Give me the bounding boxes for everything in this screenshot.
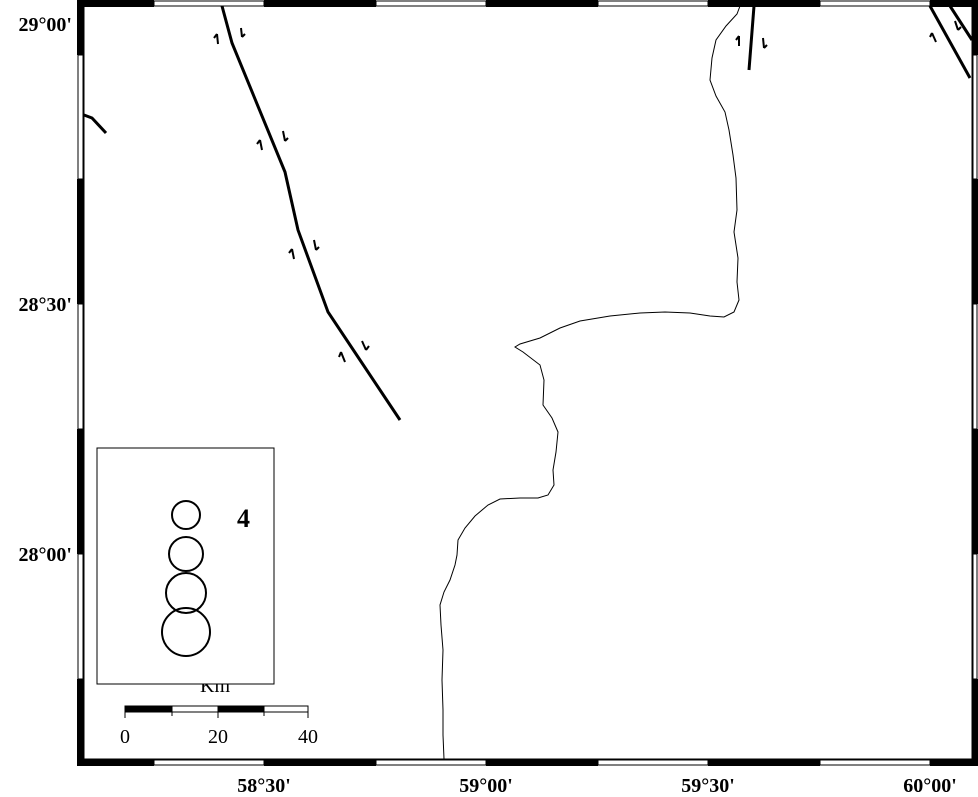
lon-label-58-30: 58°30' <box>237 775 291 797</box>
fault-line-main <box>220 5 402 421</box>
fault-arrow-icon <box>213 27 246 45</box>
fault-line-northeast <box>928 5 972 79</box>
lon-label-59-00: 59°00' <box>459 775 513 797</box>
magnitude-circle-small <box>171 500 201 530</box>
fault-line-northeast-2 <box>948 5 974 41</box>
lat-label-28-30: 28°30' <box>18 294 72 316</box>
scale-bar <box>124 705 309 718</box>
magnitude-circle-large <box>165 572 207 614</box>
fault-line-west <box>83 113 108 135</box>
scale-tick-40: 40 <box>298 726 318 748</box>
magnitude-circle-xlarge <box>161 607 211 657</box>
scale-tick-20: 20 <box>208 726 228 748</box>
fault-arrow-icon <box>929 20 962 43</box>
scale-bar-unit: Km <box>200 675 230 697</box>
lat-label-28-00: 28°00' <box>18 544 72 566</box>
lat-label-29-00: 29°00' <box>18 14 72 36</box>
boundary-line <box>439 5 741 760</box>
magnitude-circle-medium <box>168 536 204 572</box>
fault-line-right <box>747 5 756 71</box>
fault-arrow-icon <box>338 340 370 363</box>
frame-right <box>972 0 978 766</box>
fault-arrow-icon <box>288 239 320 260</box>
lon-label-60-00: 60°00' <box>903 775 957 797</box>
magnitude-legend-label: 4 <box>237 504 250 533</box>
map-frame <box>83 5 973 760</box>
frame-bottom <box>77 759 978 766</box>
fault-arrow-icon <box>735 35 768 49</box>
fault-arrows <box>213 20 962 363</box>
frame-left <box>77 0 84 766</box>
fault-arrow-icon <box>256 130 289 151</box>
lon-label-59-30: 59°30' <box>681 775 735 797</box>
scale-tick-0: 0 <box>120 726 130 748</box>
magnitude-legend-box <box>96 447 275 685</box>
magnitude-legend-circles <box>161 500 211 657</box>
